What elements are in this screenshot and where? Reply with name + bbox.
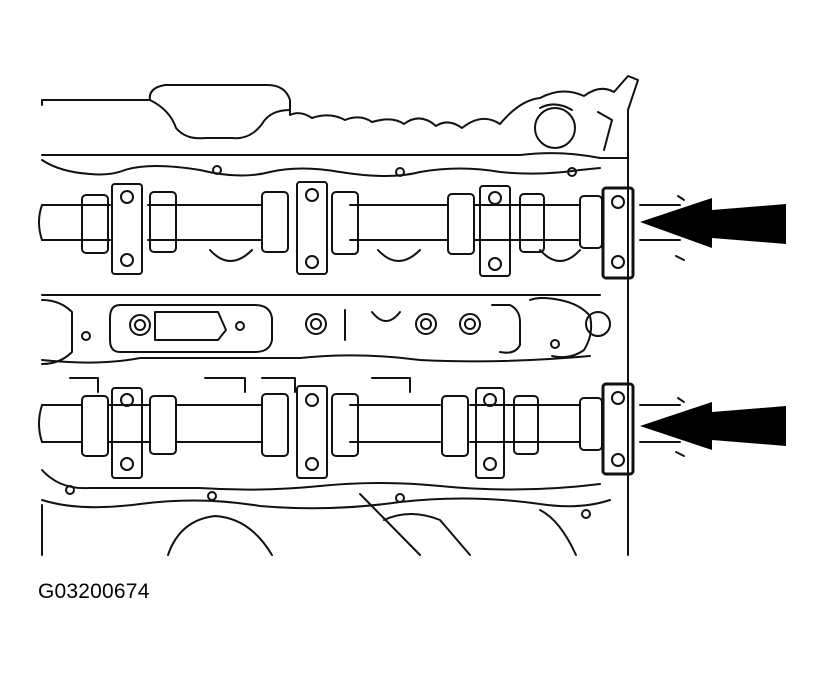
camshaft-cap-upper-highlight [601, 186, 685, 280]
middle-cover-section [41, 294, 611, 365]
camshaft-cap-lower-highlight [601, 382, 685, 476]
arrow-lower [640, 402, 786, 450]
lower-block-outline [41, 469, 611, 556]
figure-code: G03200674 [38, 580, 150, 603]
arrow-upper [640, 198, 786, 248]
camshaft-lower [38, 377, 681, 479]
camshaft-upper [38, 165, 681, 277]
cylinder-head-outline [41, 75, 639, 556]
